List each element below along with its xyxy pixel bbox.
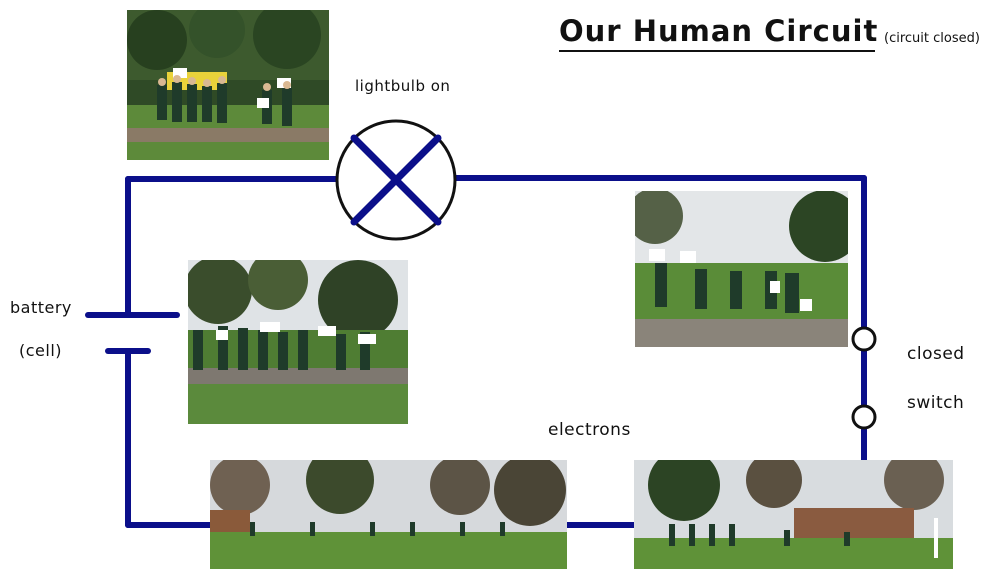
electrons-label: electrons (548, 420, 631, 440)
page-subtitle: (circuit closed) (884, 31, 980, 46)
lightbulb-cross-2 (350, 134, 442, 226)
children-running-field-photo (210, 460, 567, 569)
children-running-field-photo-2 (634, 460, 953, 569)
lightbulb-label: lightbulb on (355, 77, 451, 95)
children-jumping-photo (188, 260, 408, 424)
children-holding-hands-photo (635, 191, 848, 347)
children-holding-signs-photo (127, 10, 329, 160)
cell-label: (cell) (19, 341, 63, 360)
title-underline (559, 50, 875, 52)
battery-label: battery (10, 298, 72, 317)
switch-label: switch (907, 393, 965, 413)
page-title: Our Human Circuit (559, 14, 879, 48)
closed-label: closed (907, 344, 965, 364)
switch-terminal-top (851, 326, 877, 352)
switch-terminal-bottom (851, 404, 877, 430)
